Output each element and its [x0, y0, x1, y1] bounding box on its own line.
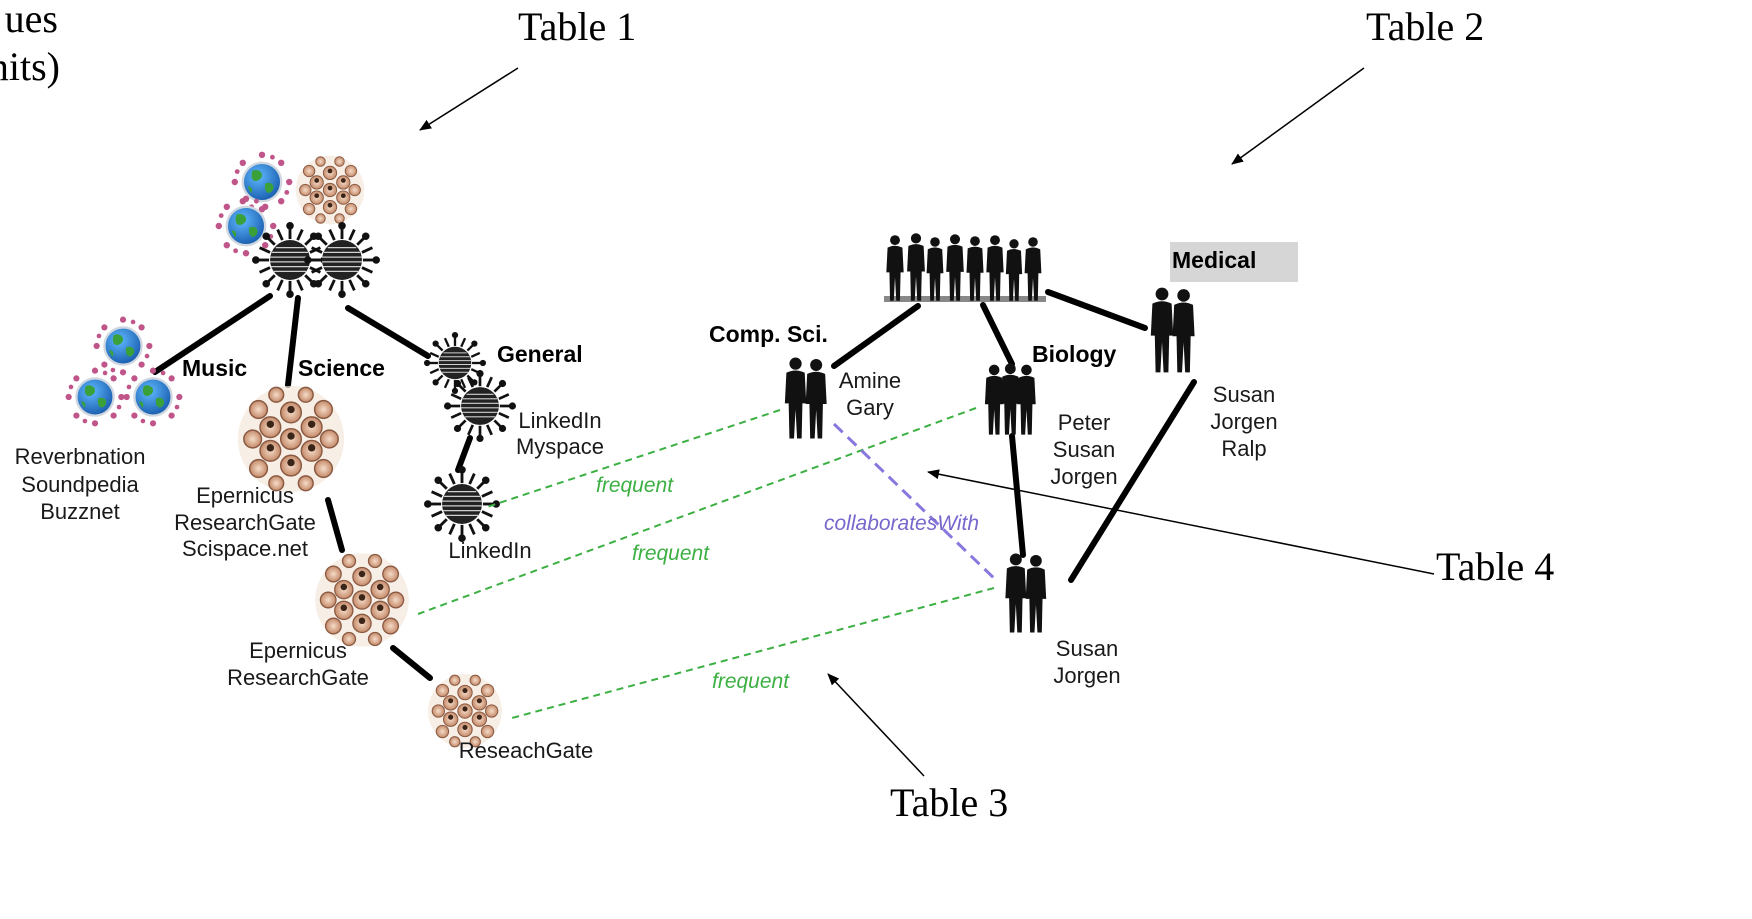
- edge-general-leaf: [455, 435, 473, 473]
- biology-person: Jorgen: [1050, 464, 1117, 489]
- category-medical: Medical: [1172, 247, 1256, 273]
- general-leaf-site: LinkedIn: [448, 538, 531, 563]
- frequent-label-3: frequent: [712, 670, 790, 693]
- science-site: ResearchGate: [174, 510, 316, 535]
- corner-text-line1: ues: [5, 0, 58, 41]
- science-site: Epernicus: [196, 483, 294, 508]
- collaborates-link: [832, 422, 1000, 584]
- edge-root-medical: [1045, 289, 1148, 331]
- category-music: Music: [182, 355, 247, 381]
- compsci-person: Amine: [839, 368, 901, 393]
- tree1-root-node: [214, 150, 382, 300]
- category-compsci: Comp. Sci.: [709, 321, 828, 347]
- general-site: LinkedIn: [518, 408, 601, 433]
- edge-sub-leaf: [390, 645, 433, 681]
- tree2-root-node: [884, 233, 1046, 302]
- edge-biology-leaf: [1009, 433, 1026, 558]
- general-leaf-node: [422, 464, 502, 544]
- science-sub-site: ResearchGate: [227, 665, 369, 690]
- biology-person: Peter: [1058, 410, 1111, 435]
- table3-label: Table 3: [890, 780, 1008, 825]
- compsci-person: Gary: [846, 395, 894, 420]
- medical-person: Jorgen: [1210, 409, 1277, 434]
- medical-people-list: Susan Jorgen Ralp: [1210, 382, 1277, 461]
- general-site: Myspace: [516, 434, 604, 459]
- leaf-susan-jorgen-node: [1005, 553, 1046, 632]
- collaborates-label: collaboratesWith: [824, 512, 979, 535]
- category-science: Science: [298, 355, 385, 381]
- science-sub-node: [314, 552, 410, 648]
- music-site: Buzznet: [40, 499, 120, 524]
- science-site: Scispace.net: [182, 536, 308, 561]
- category-biology: Biology: [1032, 341, 1117, 367]
- general-sites-list: LinkedIn Myspace: [516, 408, 604, 459]
- medical-person: Ralp: [1221, 436, 1266, 461]
- arrow-table2: [1231, 67, 1365, 165]
- edge-root-compsci: [831, 303, 921, 369]
- category-general: General: [497, 341, 583, 367]
- medical-node: [1151, 242, 1298, 372]
- annotation-arrows: [419, 67, 1435, 777]
- medical-person: Susan: [1213, 382, 1275, 407]
- table2-label: Table 2: [1366, 4, 1484, 49]
- frequent-label-1: frequent: [596, 474, 674, 497]
- compsci-people-list: Amine Gary: [839, 368, 901, 420]
- music-node: [64, 315, 184, 428]
- frequent-link-3: [511, 587, 995, 719]
- arrow-table3: [827, 673, 925, 777]
- medical-label-box: [1170, 242, 1298, 282]
- frequent-links: [417, 407, 995, 719]
- table1-label: Table 1: [518, 4, 636, 49]
- science-leaf-site: ReseachGate: [459, 738, 594, 763]
- biology-person: Susan: [1053, 437, 1115, 462]
- edge-root-general: [345, 305, 431, 359]
- science-sub-sites-list: Epernicus ResearchGate: [227, 638, 369, 690]
- science-sites-list: Epernicus ResearchGate Scispace.net: [174, 483, 316, 561]
- edge-root-science: [285, 295, 301, 388]
- biology-node: [985, 363, 1036, 434]
- corner-text-line2: nits): [0, 44, 60, 89]
- edge-root-music: [152, 293, 273, 375]
- music-sites-list: Reverbnation Soundpedia Buzznet: [15, 444, 146, 524]
- edge-root-biology: [980, 302, 1015, 367]
- leaf-people-list: Susan Jorgen: [1053, 636, 1120, 688]
- frequent-link-2: [417, 407, 977, 615]
- edge-medical-leaf: [1068, 379, 1197, 583]
- edge-science-sub: [325, 497, 345, 553]
- compsci-node: [785, 358, 827, 439]
- tree2-edges: [831, 289, 1197, 583]
- science-node: [237, 385, 345, 493]
- frequent-label-2: frequent: [632, 542, 710, 565]
- science-leaf-node: [427, 673, 503, 749]
- leaf-person: Susan: [1056, 636, 1118, 661]
- biology-people-list: Peter Susan Jorgen: [1050, 410, 1117, 489]
- tree1-edges: [152, 293, 473, 681]
- leaf-person: Jorgen: [1053, 663, 1120, 688]
- table4-label: Table 4: [1436, 544, 1554, 589]
- arrow-table1: [419, 67, 519, 131]
- science-sub-site: Epernicus: [249, 638, 347, 663]
- music-site: Soundpedia: [21, 472, 139, 497]
- frequent-link-1: [483, 409, 781, 509]
- arrow-table4: [927, 469, 1435, 575]
- music-site: Reverbnation: [15, 444, 146, 469]
